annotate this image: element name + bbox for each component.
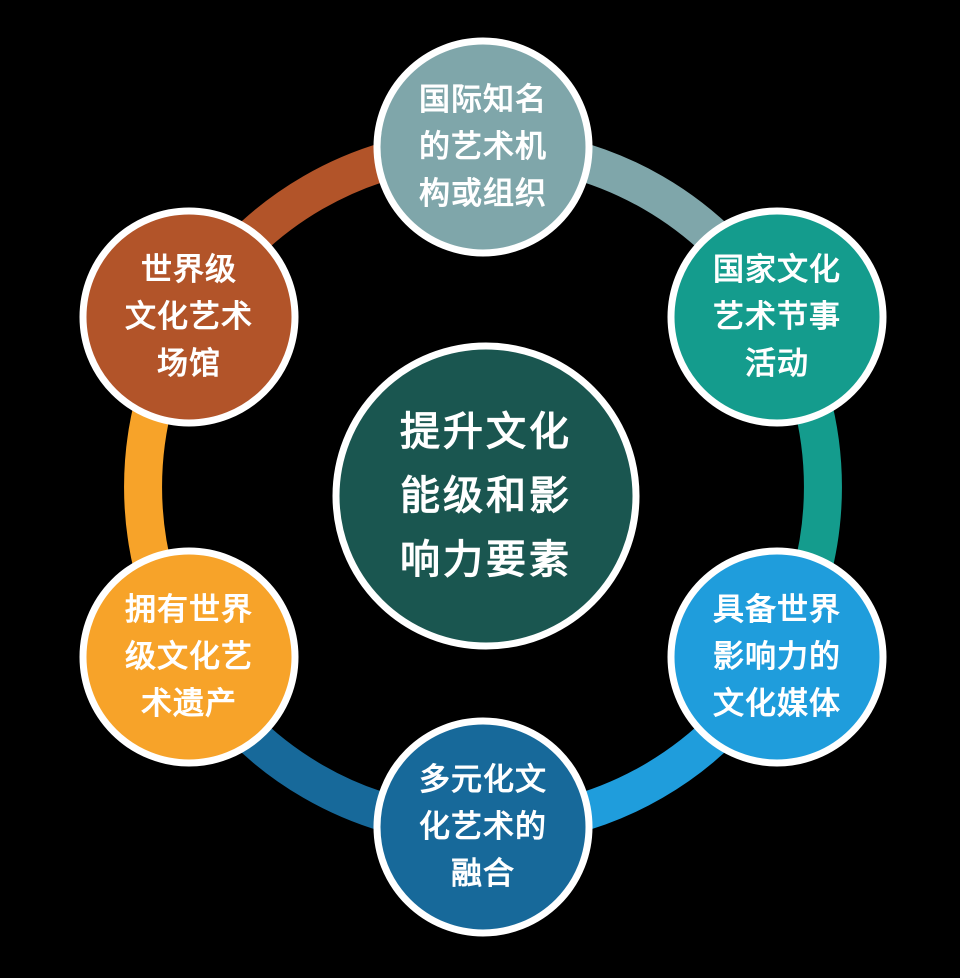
label-line: 构或组织 [419, 175, 547, 212]
circle-bottom [373, 717, 593, 937]
label-top-right: 国家文化 艺术节事 活动 [671, 211, 883, 423]
circle-bottom-right [667, 547, 887, 767]
label-line: 世界级 [141, 251, 237, 288]
label-line: 级文化艺 [125, 638, 253, 675]
hub-label: 提升文化 能级和影 响力要素 [336, 346, 636, 646]
hub-label-line: 能级和影 [400, 473, 572, 519]
label-line: 具备世界 [713, 591, 841, 628]
label-top: 国际知名 的艺术机 构或组织 [377, 41, 589, 253]
label-bottom: 多元化文 化艺术的 融合 [377, 721, 589, 933]
label-line: 影响力的 [713, 638, 841, 675]
label-line: 艺术节事 [713, 298, 841, 335]
hub-label-line: 响力要素 [400, 537, 572, 583]
label-bottom-right: 具备世界 影响力的 文化媒体 [671, 551, 883, 763]
label-line: 国家文化 [713, 251, 841, 288]
label-line: 术遗产 [141, 685, 237, 722]
label-line: 拥有世界 [125, 591, 253, 628]
satellite-circles [79, 37, 887, 937]
label-line: 多元化文 [419, 761, 547, 798]
label-line: 文化艺术 [125, 298, 253, 335]
label-line: 化艺术的 [419, 808, 547, 845]
circle-top [373, 37, 593, 257]
hub-label-line: 提升文化 [400, 409, 572, 455]
label-line: 场馆 [157, 345, 221, 382]
label-line: 文化媒体 [713, 685, 841, 722]
label-line: 融合 [451, 855, 515, 892]
circle-top-right [667, 207, 887, 427]
label-line: 的艺术机 [419, 128, 547, 165]
hub-circle [332, 342, 640, 650]
label-bottom-left: 拥有世界 级文化艺 术遗产 [83, 551, 295, 763]
label-line: 活动 [745, 345, 809, 382]
label-line: 国际知名 [419, 81, 547, 118]
circle-top-left [79, 207, 299, 427]
circle-bottom-left [79, 547, 299, 767]
label-top-left: 世界级 文化艺术 场馆 [83, 211, 295, 423]
